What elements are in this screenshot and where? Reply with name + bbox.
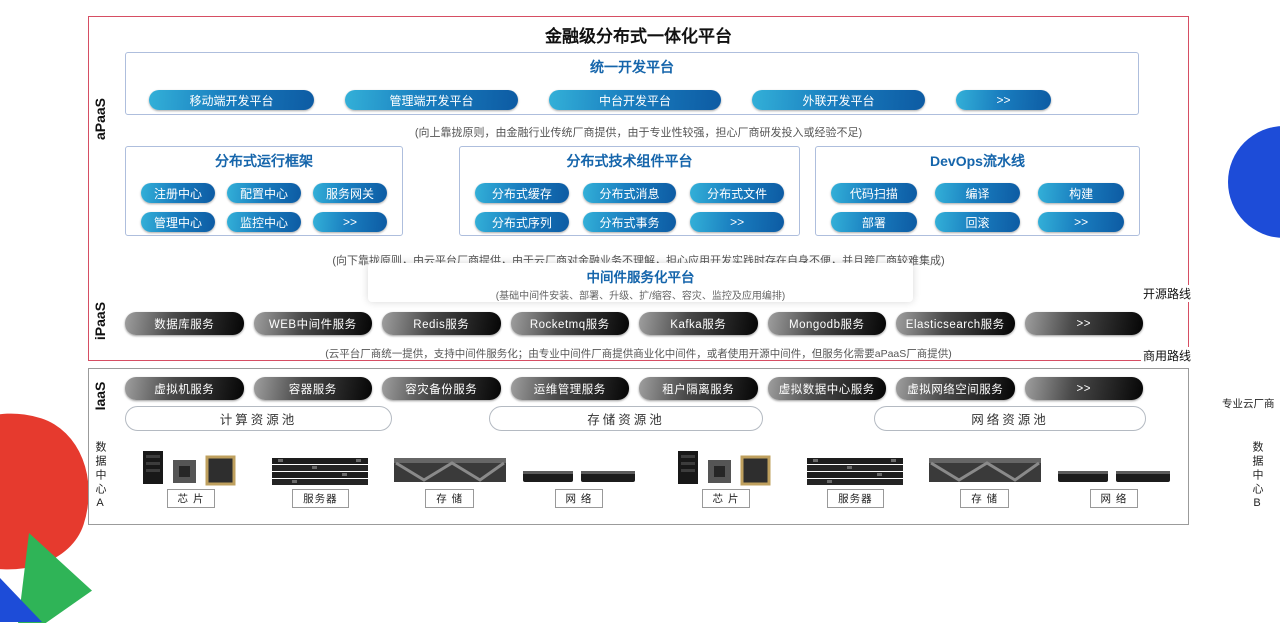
runtime-framework-title: 分布式运行框架 — [215, 153, 313, 169]
vendor-label: 专业云厂商 — [1222, 398, 1275, 410]
datacenter-a-label: 数据中心A — [94, 441, 106, 512]
hw-item-chip: 芯 片 — [130, 444, 252, 508]
pill-ops-mgmt-service: 运维管理服务 — [510, 377, 629, 400]
hardware-group-a: 芯 片 服务器 存 储 网 络 — [130, 444, 640, 508]
network-icon — [522, 444, 635, 486]
pill-database-service: 数据库服务 — [125, 312, 244, 335]
hw-item-network: 网 络 — [518, 444, 640, 508]
network-label: 网 络 — [1089, 489, 1139, 508]
pill-mgmt-center: 管理中心 — [141, 212, 215, 232]
pill-middle-dev-platform: 中台开发平台 — [549, 90, 721, 110]
pill-service-gateway: 服务网关 — [313, 183, 387, 203]
server-icon — [807, 444, 904, 486]
pill-more: >> — [690, 212, 785, 232]
chip-icon — [141, 444, 241, 486]
storage-label: 存 储 — [960, 489, 1010, 508]
note-upward-principle: (向上靠拢原则，由金融行业传统厂商提供，由于专业性较强，担心厂商研发投入或经验不… — [414, 127, 863, 139]
pill-more: >> — [1024, 312, 1143, 335]
middleware-platform-title: 中间件服务化平台 — [586, 270, 695, 285]
pill-more: >> — [1024, 377, 1143, 400]
runtime-framework-box: 分布式运行框架 注册中心 配置中心 服务网关 管理中心 监控中心 >> — [125, 146, 403, 236]
hw-item-storage: 存 储 — [924, 444, 1046, 508]
hw-item-network: 网 络 — [1053, 444, 1175, 508]
pill-build: 构建 — [1038, 183, 1125, 203]
pill-distributed-sequence: 分布式序列 — [475, 212, 569, 232]
hw-item-chip: 芯 片 — [665, 444, 787, 508]
storage-label: 存 储 — [425, 489, 475, 508]
pill-tenant-isolation-service: 租户隔离服务 — [639, 377, 758, 400]
unified-dev-platform-title: 统一开发平台 — [590, 59, 674, 75]
pill-web-middleware-service: WEB中间件服务 — [253, 312, 372, 335]
server-label: 服务器 — [827, 489, 884, 508]
pill-deploy: 部署 — [831, 212, 917, 232]
pill-code-scan: 代码扫描 — [831, 183, 917, 203]
layer-label-ipaas: iPaaS — [92, 301, 108, 341]
hw-item-storage: 存 储 — [389, 444, 511, 508]
server-label: 服务器 — [292, 489, 349, 508]
pill-external-dev-platform: 外联开发平台 — [752, 90, 925, 110]
pill-admin-dev-platform: 管理端开发平台 — [345, 90, 518, 110]
note-ipaas: (云平台厂商统一提供，支持中间件服务化；由专业中间件厂商提供商业化中间件，或者使… — [325, 348, 952, 360]
middleware-platform-box: 中间件服务化平台 (基础中间件安装、部署、升级、扩/缩容、容灾、监控及应用编排) — [368, 263, 913, 302]
pill-distributed-message: 分布式消息 — [582, 183, 677, 203]
pill-registry-center: 注册中心 — [141, 183, 215, 203]
pill-elasticsearch-service: Elasticsearch服务 — [896, 312, 1015, 335]
storage-resource-pool: 存储资源池 — [489, 406, 763, 431]
datacenter-b-label: 数据中心B — [1251, 441, 1263, 512]
pill-kafka-service: Kafka服务 — [639, 312, 758, 335]
storage-icon — [392, 444, 508, 486]
components-row-2: 分布式序列 分布式事务 >> — [460, 212, 799, 232]
layer-label-iaas: IaaS — [92, 381, 108, 411]
pill-redis-service: Redis服务 — [382, 312, 501, 335]
devops-row-2: 部署 回滚 >> — [816, 212, 1139, 232]
chip-icon — [676, 444, 776, 486]
pill-distributed-file: 分布式文件 — [690, 183, 785, 203]
hardware-group-b: 芯 片 服务器 存 储 网 络 — [665, 444, 1175, 508]
devops-pipeline-title: DevOps流水线 — [930, 153, 1025, 169]
pill-rollback: 回滚 — [934, 212, 1021, 232]
network-resource-pool: 网络资源池 — [874, 406, 1146, 431]
tech-components-box: 分布式技术组件平台 分布式缓存 分布式消息 分布式文件 分布式序列 分布式事务 … — [459, 146, 800, 236]
runtime-row-2: 管理中心 监控中心 >> — [126, 212, 402, 232]
hw-item-server: 服务器 — [794, 444, 916, 508]
iaas-services-row: 虚拟机服务 容器服务 容灾备份服务 运维管理服务 租户隔离服务 虚拟数据中心服务… — [125, 377, 1143, 400]
pill-distributed-transaction: 分布式事务 — [582, 212, 677, 232]
devops-pipeline-box: DevOps流水线 代码扫描 编译 构建 部署 回滚 >> — [815, 146, 1140, 236]
server-icon — [272, 444, 369, 486]
devops-row-1: 代码扫描 编译 构建 — [816, 183, 1139, 203]
pill-more: >> — [1038, 212, 1125, 232]
page-title: 金融级分布式一体化平台 — [545, 27, 732, 46]
pill-distributed-cache: 分布式缓存 — [475, 183, 569, 203]
chip-label: 芯 片 — [166, 489, 216, 508]
storage-icon — [927, 444, 1043, 486]
tech-components-title: 分布式技术组件平台 — [566, 153, 693, 169]
pill-more: >> — [313, 212, 387, 232]
chip-label: 芯 片 — [701, 489, 751, 508]
compute-resource-pool: 计算资源池 — [125, 406, 392, 431]
hw-item-server: 服务器 — [259, 444, 381, 508]
components-row-1: 分布式缓存 分布式消息 分布式文件 — [460, 183, 799, 203]
pill-disaster-backup-service: 容灾备份服务 — [382, 377, 501, 400]
network-label: 网 络 — [554, 489, 604, 508]
pill-mongodb-service: Mongodb服务 — [767, 312, 886, 335]
route-open-source-label: 开源路线 — [1141, 285, 1194, 302]
middleware-platform-note: (基础中间件安装、部署、升级、扩/缩容、容灾、监控及应用编排) — [495, 291, 786, 302]
unified-buttons-row: 移动端开发平台 管理端开发平台 中台开发平台 外联开发平台 >> — [126, 90, 1138, 110]
pill-virtual-datacenter-service: 虚拟数据中心服务 — [767, 377, 886, 400]
pill-more: >> — [956, 90, 1051, 110]
pill-monitor-center: 监控中心 — [227, 212, 301, 232]
pill-config-center: 配置中心 — [227, 183, 301, 203]
pill-container-service: 容器服务 — [253, 377, 372, 400]
unified-dev-platform-box: 统一开发平台 移动端开发平台 管理端开发平台 中台开发平台 外联开发平台 >> — [125, 52, 1139, 115]
pill-virtual-network-service: 虚拟网络空间服务 — [896, 377, 1015, 400]
pill-mobile-dev-platform: 移动端开发平台 — [149, 90, 314, 110]
pill-vm-service: 虚拟机服务 — [125, 377, 244, 400]
network-icon — [1057, 444, 1170, 486]
runtime-row-1: 注册中心 配置中心 服务网关 — [126, 183, 402, 203]
pill-compile: 编译 — [934, 183, 1021, 203]
decor-blue-circle — [1228, 126, 1280, 238]
ipaas-services-row: 数据库服务 WEB中间件服务 Redis服务 Rocketmq服务 Kafka服… — [125, 312, 1143, 335]
route-commercial-label: 商用路线 — [1141, 347, 1194, 364]
pill-rocketmq-service: Rocketmq服务 — [510, 312, 629, 335]
